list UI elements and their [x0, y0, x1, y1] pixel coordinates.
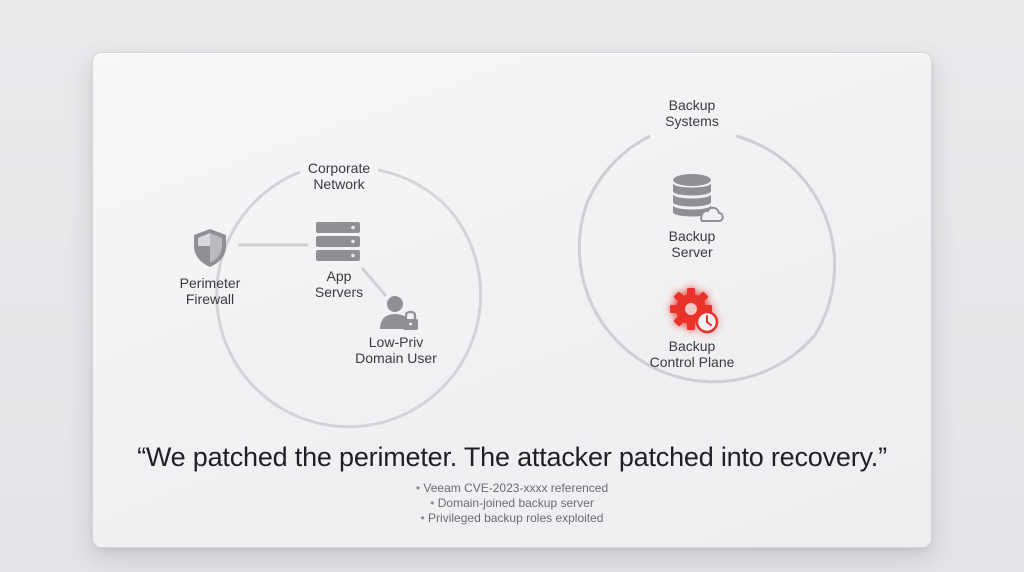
corporate-network-zone [215, 168, 483, 429]
server-rack-icon [316, 222, 360, 261]
quote-text: “We patched the perimeter. The attacker … [137, 442, 887, 472]
gear-clock-icon [670, 288, 719, 334]
backup-systems-title: Backup Systems [665, 97, 719, 129]
node-label-line: Domain User [355, 350, 437, 366]
user-lock-icon [380, 296, 418, 330]
servers-to-user-connector [360, 267, 388, 297]
node-label-line: Perimeter [179, 275, 241, 291]
zone-title-line: Network [313, 176, 365, 192]
note-item: Domain-joined backup server [0, 496, 1024, 511]
corporate-network-title: Corporate Network [308, 160, 370, 192]
node-label-line: Servers [314, 284, 364, 300]
node-label-line: App [326, 268, 352, 284]
database-cloud-icon [673, 174, 724, 222]
note-item: Privileged backup roles exploited [0, 511, 1024, 526]
zone-title-line: Backup [668, 97, 716, 113]
node-label-line: Backup [668, 338, 716, 354]
slide-card [92, 52, 932, 548]
node-label-line: Control Plane [649, 354, 735, 370]
control-plane-label: Backup Control Plane [650, 338, 735, 370]
app-servers-label: App Servers [315, 268, 363, 300]
shield-icon [194, 229, 226, 267]
node-label-line: Backup [668, 228, 716, 244]
firewall-label: Perimeter Firewall [180, 275, 241, 307]
note-item: Veeam CVE-2023-xxxx referenced [0, 481, 1024, 496]
node-label-line: Server [671, 244, 713, 260]
user-label: Low-Priv Domain User [355, 334, 437, 366]
zone-title-line: Systems [665, 113, 719, 129]
backup-server-label: Backup Server [669, 228, 716, 260]
zone-title-line: Corporate [307, 160, 371, 176]
notes-list: Veeam CVE-2023-xxxx referenced Domain-jo… [0, 481, 1024, 526]
node-label-line: Low-Priv [368, 334, 424, 350]
node-label-line: Firewall [185, 291, 235, 307]
backup-systems-zone [577, 134, 837, 384]
